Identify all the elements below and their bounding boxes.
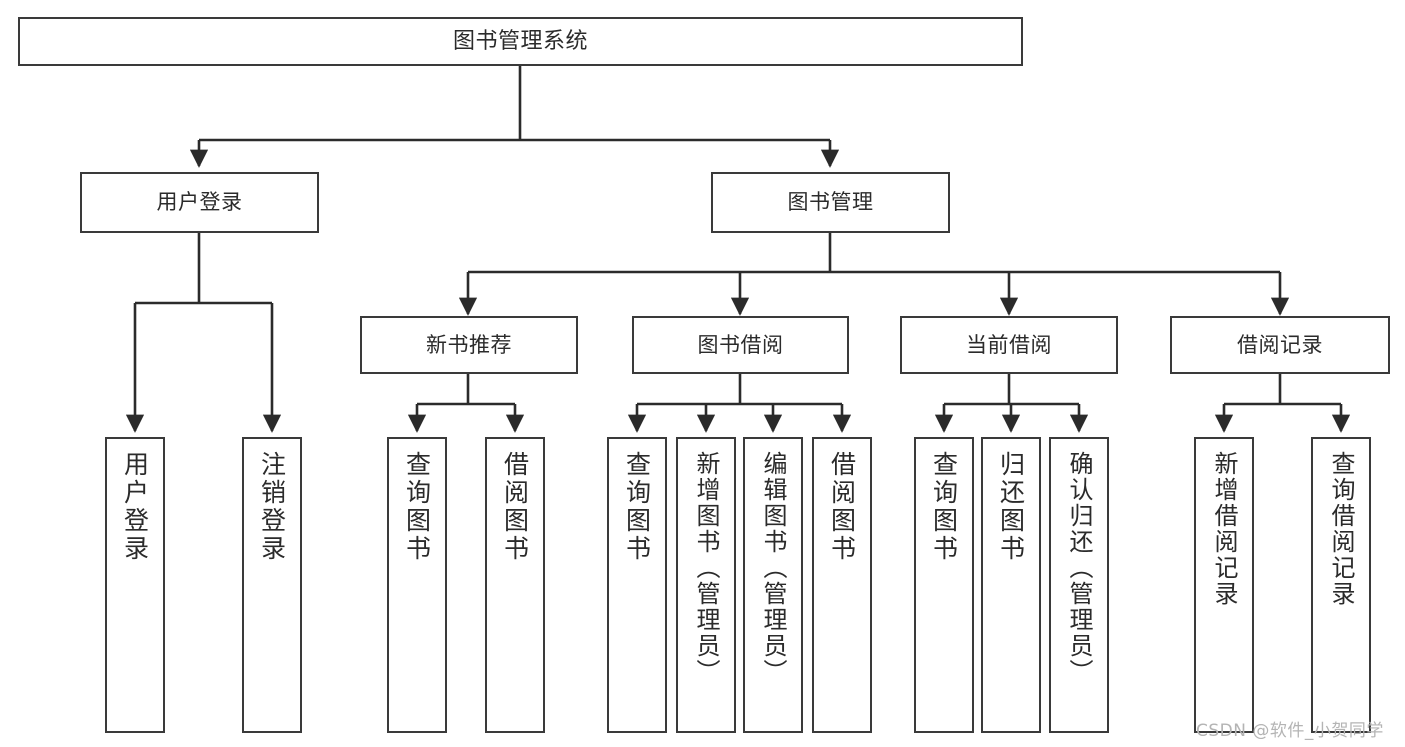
- node-leaf-user-logout[interactable]: 注销登录: [242, 437, 302, 733]
- node-leaf-user-login[interactable]: 用户登录: [105, 437, 165, 733]
- node-book-management-label: 图书管理: [787, 190, 874, 215]
- node-book-borrow[interactable]: 图书借阅: [632, 316, 849, 374]
- node-leaf-recommend-borrow-book[interactable]: 借阅图书: [485, 437, 545, 733]
- node-leaf-add-borrow-record-label: 新增借阅记录: [1210, 451, 1238, 607]
- node-leaf-user-login-label: 用户登录: [120, 451, 150, 563]
- node-current-borrow[interactable]: 当前借阅: [900, 316, 1118, 374]
- node-leaf-return-book[interactable]: 归还图书: [981, 437, 1041, 733]
- node-leaf-recommend-query-book-label: 查询图书: [402, 451, 432, 563]
- node-leaf-recommend-borrow-book-label: 借阅图书: [500, 451, 530, 563]
- node-leaf-borrow-query-book[interactable]: 查询图书: [607, 437, 667, 733]
- node-root[interactable]: 图书管理系统: [18, 17, 1023, 66]
- node-new-book-recommend[interactable]: 新书推荐: [360, 316, 578, 374]
- node-leaf-recommend-query-book[interactable]: 查询图书: [387, 437, 447, 733]
- node-leaf-borrow-query-book-label: 查询图书: [622, 451, 652, 563]
- node-leaf-edit-book-admin-label: 编辑图书（管理员）: [759, 451, 787, 685]
- node-book-management[interactable]: 图书管理: [711, 172, 950, 233]
- node-leaf-confirm-return-admin[interactable]: 确认归还（管理员）: [1049, 437, 1109, 733]
- node-leaf-add-borrow-record[interactable]: 新增借阅记录: [1194, 437, 1254, 733]
- node-leaf-confirm-return-admin-label: 确认归还（管理员）: [1065, 451, 1093, 685]
- node-new-book-recommend-label: 新书推荐: [426, 332, 512, 357]
- node-borrow-record[interactable]: 借阅记录: [1170, 316, 1390, 374]
- node-root-label: 图书管理系统: [452, 28, 588, 54]
- node-user-login[interactable]: 用户登录: [80, 172, 319, 233]
- node-leaf-current-query-book[interactable]: 查询图书: [914, 437, 974, 733]
- node-leaf-borrow-book-label: 借阅图书: [827, 451, 857, 563]
- node-book-borrow-label: 图书借阅: [697, 332, 784, 357]
- node-leaf-return-book-label: 归还图书: [996, 451, 1026, 563]
- node-borrow-record-label: 借阅记录: [1237, 332, 1323, 357]
- node-user-login-label: 用户登录: [156, 190, 243, 215]
- node-leaf-add-book-admin[interactable]: 新增图书（管理员）: [676, 437, 736, 733]
- node-leaf-edit-book-admin[interactable]: 编辑图书（管理员）: [743, 437, 803, 733]
- node-leaf-user-logout-label: 注销登录: [257, 451, 287, 563]
- node-leaf-query-borrow-record[interactable]: 查询借阅记录: [1311, 437, 1371, 733]
- node-leaf-borrow-book[interactable]: 借阅图书: [812, 437, 872, 733]
- node-leaf-query-borrow-record-label: 查询借阅记录: [1327, 451, 1355, 607]
- node-current-borrow-label: 当前借阅: [966, 332, 1052, 357]
- csdn-watermark: CSDN @软件_小贺同学: [1196, 721, 1384, 741]
- node-leaf-current-query-book-label: 查询图书: [929, 451, 959, 563]
- node-leaf-add-book-admin-label: 新增图书（管理员）: [692, 451, 720, 685]
